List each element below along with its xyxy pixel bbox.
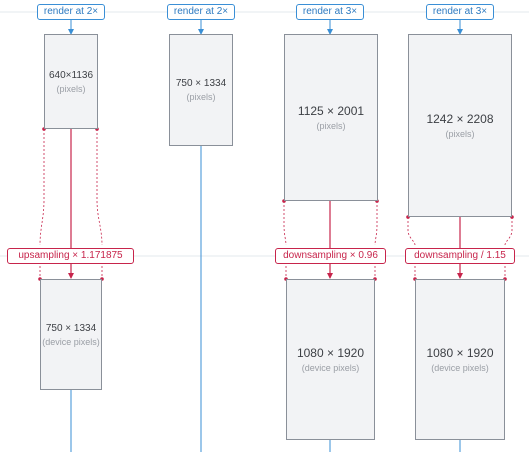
downsampling-badge-2: downsampling / 1.15 xyxy=(405,248,515,264)
render-scale-badge-3: render at 3× xyxy=(296,4,364,20)
rendered-size-label: 640×1136 xyxy=(48,69,94,81)
downsampling-badge-1: downsampling × 0.96 xyxy=(275,248,386,264)
device-frame-3: 1080 × 1920 (device pixels) xyxy=(286,279,375,440)
device-frame-4: 1080 × 1920 (device pixels) xyxy=(415,279,505,440)
upsampling-guide-right xyxy=(96,129,103,246)
rendered-unit-label: (pixels) xyxy=(445,129,475,139)
downsampling-guide-left xyxy=(407,217,416,246)
device-unit-label: (device pixels) xyxy=(42,336,100,347)
render-scale-badge-2: render at 2× xyxy=(167,4,235,20)
rendered-frame-3: 1125 × 2001 (pixels) xyxy=(284,34,378,201)
device-size-label: 1080 × 1920 xyxy=(296,346,365,360)
rendered-size-label: 1125 × 2001 xyxy=(297,104,365,118)
rendered-unit-label: (pixels) xyxy=(56,83,86,94)
render-scale-badge-1: render at 2× xyxy=(37,4,105,20)
device-size-label: 1080 × 1920 xyxy=(426,346,494,360)
rendered-size-label: 1242 × 2208 xyxy=(426,112,494,126)
downsampling-guide-right xyxy=(374,201,378,246)
downsampling-guide-right xyxy=(504,217,513,246)
device-size-label: 750 × 1334 xyxy=(45,322,97,334)
rendered-unit-label: (pixels) xyxy=(316,121,346,131)
rendered-frame-1: 640×1136 (pixels) xyxy=(44,34,98,129)
device-frame-1: 750 × 1334 (device pixels) xyxy=(40,279,102,390)
device-unit-label: (device pixels) xyxy=(431,363,489,373)
rendered-size-label: 750 × 1334 xyxy=(175,78,227,89)
device-unit-label: (device pixels) xyxy=(301,363,360,373)
rendered-frame-2: 750 × 1334 (pixels) xyxy=(169,34,233,146)
rendered-frame-4: 1242 × 2208 (pixels) xyxy=(408,34,512,217)
upsampling-badge: upsampling × 1.171875 xyxy=(7,248,134,264)
render-scale-badge-4: render at 3× xyxy=(426,4,494,20)
upsampling-guide-left xyxy=(39,129,45,246)
downsampling-guide-left xyxy=(283,201,287,246)
rendered-unit-label: (pixels) xyxy=(186,92,216,102)
